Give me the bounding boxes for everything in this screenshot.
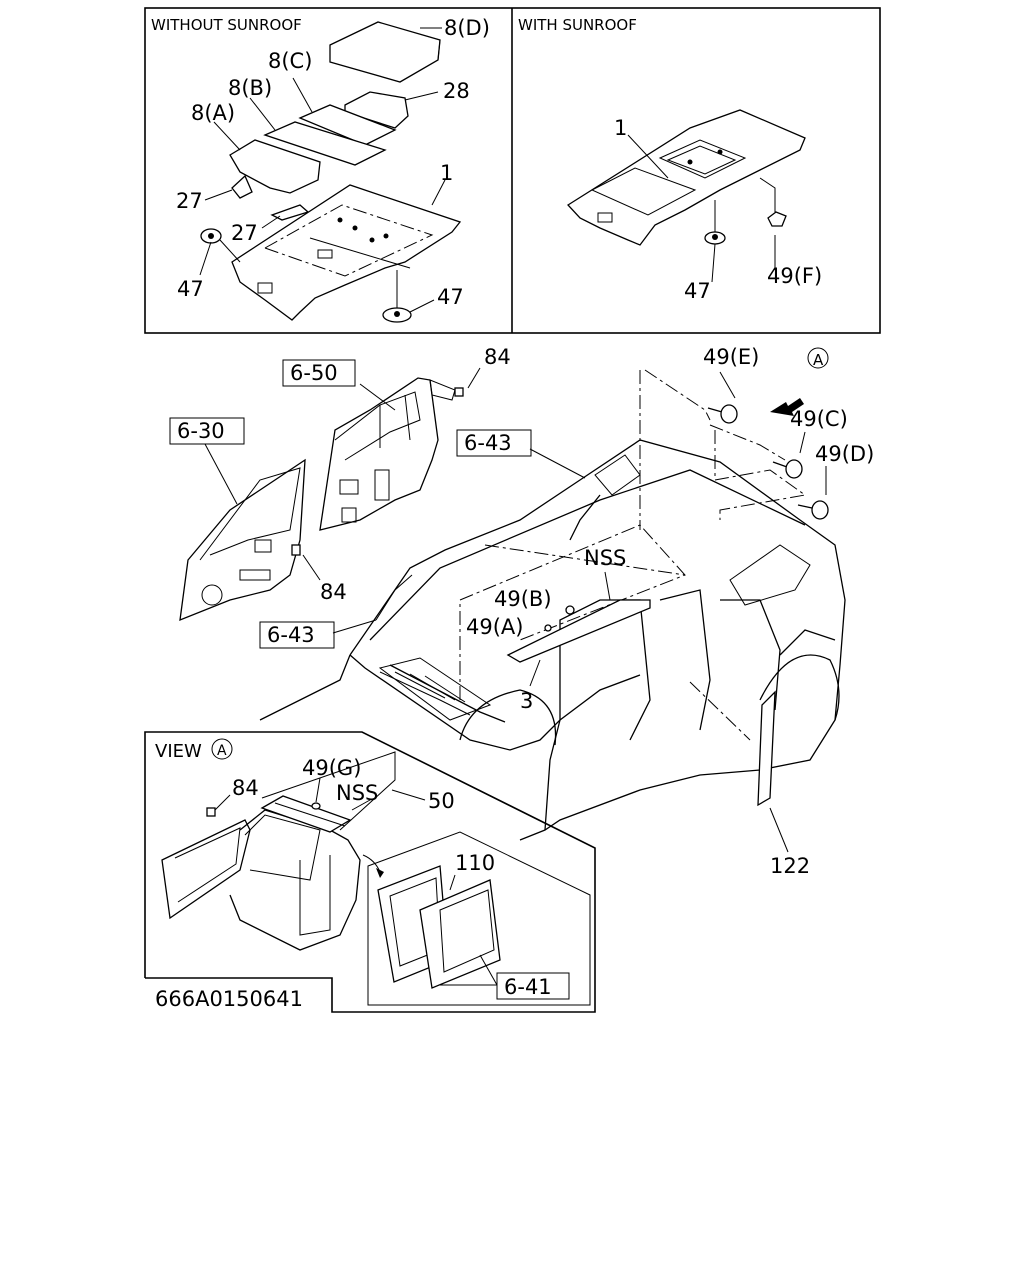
label-3: 3	[520, 689, 533, 713]
label-6-50: 6-50	[290, 361, 338, 385]
label-110: 110	[455, 851, 495, 875]
box-6-43-b	[259, 621, 335, 649]
label-8b: 8(B)	[228, 76, 272, 100]
label-49g: 49(G)	[302, 756, 361, 780]
label-49c: 49(C)	[790, 407, 848, 431]
scuff-plate-3	[506, 599, 651, 663]
figure-id: 666A0150641	[155, 987, 303, 1011]
label-47-c: 47	[684, 279, 711, 303]
label-47-b: 47	[437, 285, 464, 309]
label-6-43-b: 6-43	[267, 623, 315, 647]
quarter-trim-right	[419, 879, 501, 989]
pad-8b	[263, 121, 387, 166]
label-122: 122	[770, 854, 810, 878]
label-28: 28	[443, 79, 470, 103]
headliner-1	[231, 184, 462, 321]
without-sunroof-parts	[199, 21, 462, 323]
label-1-b: 1	[614, 116, 627, 140]
label-8c: 8(C)	[268, 49, 312, 73]
label-49a: 49(A)	[466, 615, 523, 639]
label-nss-2: NSS	[336, 781, 378, 805]
top-panels: WITHOUT SUNROOF WITH SUNROOF	[144, 7, 881, 334]
liftgate-panel	[161, 819, 251, 920]
view-a-frame	[144, 731, 596, 1013]
view-a-inset	[144, 731, 596, 1013]
callout-labels: 8(D) 8(C) 8(B) 8(A) 28 27 27 1 47 47 1 4…	[155, 16, 874, 1011]
view-label: VIEW	[155, 741, 202, 762]
label-8a: 8(A)	[191, 101, 235, 125]
with-sunroof-parts	[566, 109, 806, 283]
scuff-50	[260, 795, 352, 833]
label-6-30: 6-30	[177, 419, 225, 443]
clip-49b	[565, 605, 575, 615]
box-6-30	[169, 417, 245, 445]
panel-title-without-sunroof: WITHOUT SUNROOF	[151, 16, 302, 34]
label-27-b: 27	[231, 221, 258, 245]
label-8d: 8(D)	[444, 16, 490, 40]
view-a-arrow	[770, 398, 804, 416]
screw-49e	[707, 404, 738, 424]
label-6-41: 6-41	[504, 975, 552, 999]
label-49b: 49(B)	[494, 587, 552, 611]
pad-8a	[229, 139, 321, 194]
panel-title-with-sunroof: WITH SUNROOF	[518, 16, 637, 34]
part-84-c	[206, 807, 216, 817]
view-a-marker: A	[813, 351, 824, 369]
label-6-43-a: 6-43	[464, 431, 512, 455]
label-47-a: 47	[177, 277, 204, 301]
screw-49c	[772, 459, 803, 479]
part-27-a	[231, 174, 253, 199]
label-1-a: 1	[440, 161, 453, 185]
clip-49f	[767, 211, 787, 227]
rear-door-6-50	[319, 377, 439, 531]
screw-49d	[797, 500, 829, 520]
label-49f: 49(F)	[767, 264, 822, 288]
label-49d: 49(D)	[815, 442, 874, 466]
label-84-a: 84	[484, 345, 511, 369]
label-nss-1: NSS	[584, 546, 626, 570]
view-mark: A	[217, 743, 227, 759]
clip-49a	[544, 624, 552, 632]
box-6-43-a	[456, 429, 532, 457]
clip-49g	[311, 802, 321, 810]
headliner-sunroof	[566, 109, 806, 246]
label-50: 50	[428, 789, 455, 813]
front-door-6-30	[179, 458, 306, 622]
label-84-c: 84	[232, 776, 259, 800]
pad-8d	[329, 21, 441, 83]
label-84-b: 84	[320, 580, 347, 604]
part-84-b	[291, 544, 301, 556]
box-6-41	[496, 972, 570, 1000]
label-49e: 49(E)	[703, 345, 759, 369]
box-6-50	[282, 359, 356, 387]
pad-8c	[298, 104, 397, 146]
sub-inset-frame	[367, 831, 591, 1006]
molding-122	[757, 690, 776, 807]
label-27-a: 27	[176, 189, 203, 213]
main-body-drawing	[169, 347, 846, 853]
part-84-a	[454, 387, 464, 397]
